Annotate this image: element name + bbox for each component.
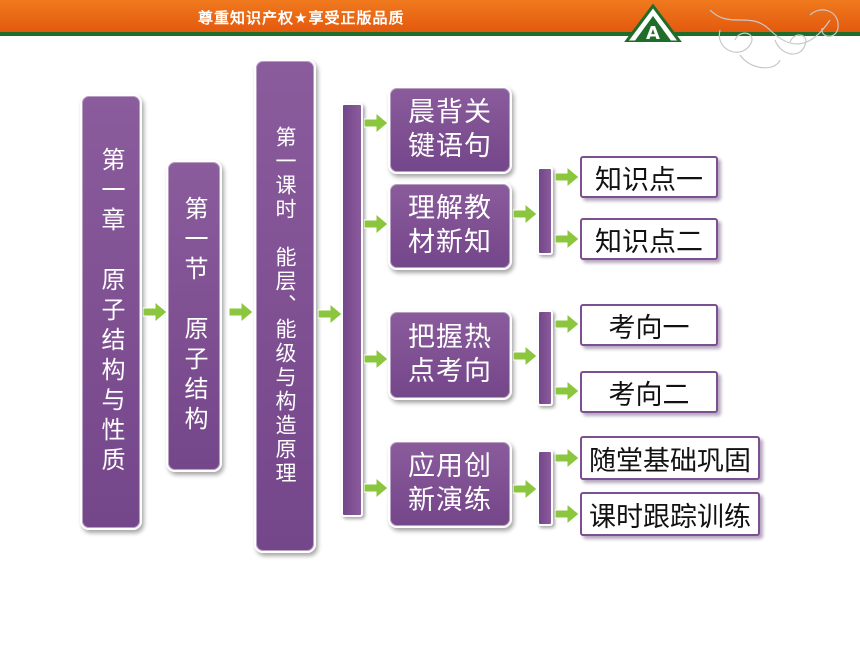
leaf-knowledge-1: 知识点一: [580, 156, 718, 198]
chapter-box: 第一章 原子结构与性质: [80, 94, 142, 530]
logo-letter: A: [646, 23, 660, 42]
branch-1-label-line1: 晨背关: [408, 97, 492, 128]
branch-2-label-line2: 材新知: [408, 227, 492, 258]
arrow-right-icon: [364, 214, 388, 234]
arrow-right-icon: [555, 448, 579, 468]
branch-box-2: 理解教材新知: [388, 182, 512, 270]
branch-box-3: 把握热点考向: [388, 310, 512, 400]
arrow-right-icon: [513, 346, 537, 366]
chapter-title: 第一章 原子结构与性质: [97, 147, 125, 477]
branch-3-label-line2: 点考向: [408, 356, 492, 387]
arrow-right-icon: [229, 302, 253, 322]
arrow-right-icon: [555, 314, 579, 334]
leaf-practice: 随堂基础巩固: [580, 436, 760, 480]
sub-bar-4: [537, 450, 553, 526]
arrow-right-icon: [364, 349, 388, 369]
banner-stripe: [0, 32, 860, 36]
leaf-direction-2: 考向二: [580, 371, 718, 413]
branch-4-label-line2: 新演练: [408, 485, 492, 516]
branch-box-4: 应用创新演练: [388, 440, 512, 528]
branch-4-label-line1: 应用创: [408, 451, 492, 482]
leaf-homework: 课时跟踪训练: [580, 492, 760, 536]
branch-box-1: 晨背关键语句: [388, 86, 512, 174]
top-banner: [0, 0, 860, 36]
leaf-knowledge-2: 知识点二: [580, 218, 718, 260]
lesson-box: 第一课时 能层、能级与构造原理: [254, 59, 316, 553]
section-title: 第一节 原子结构: [180, 196, 208, 436]
arrow-right-icon: [318, 304, 342, 324]
branch-3-label-line1: 把握热: [408, 322, 492, 353]
branch-2-label-line1: 理解教: [408, 193, 492, 224]
leaf-direction-1: 考向一: [580, 304, 718, 346]
branch-1-label-line2: 键语句: [408, 131, 492, 162]
arrow-right-icon: [555, 229, 579, 249]
arrow-right-icon: [364, 113, 388, 133]
publisher-logo-icon: A: [624, 3, 682, 42]
arrow-right-icon: [513, 204, 537, 224]
arrow-right-icon: [555, 504, 579, 524]
sub-bar-3: [537, 310, 553, 406]
arrow-right-icon: [364, 478, 388, 498]
arrow-right-icon: [143, 302, 167, 322]
lesson-title: 第一课时 能层、能级与构造原理: [273, 126, 297, 486]
arrow-right-icon: [513, 479, 537, 499]
decorative-swirl-icon: [709, 9, 839, 69]
sub-bar-2: [537, 167, 553, 255]
branch-bar: [341, 103, 363, 517]
section-box: 第一节 原子结构: [166, 160, 222, 472]
banner-slogan: 尊重知识产权★享受正版品质: [198, 9, 405, 27]
arrow-right-icon: [555, 381, 579, 401]
arrow-right-icon: [555, 167, 579, 187]
